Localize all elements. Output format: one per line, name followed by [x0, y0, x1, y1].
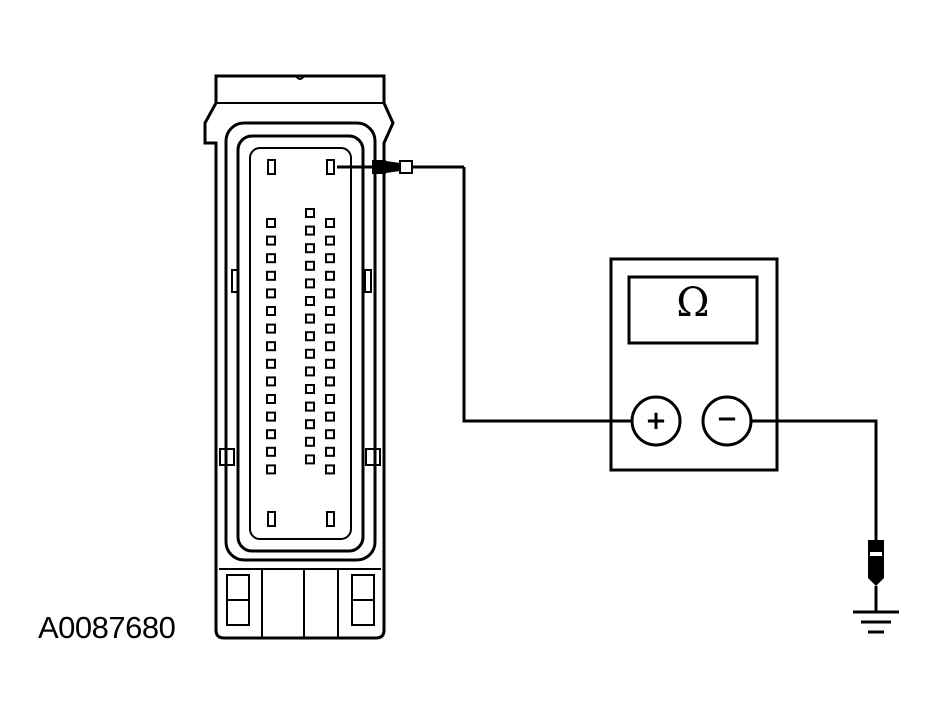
- connector-pin: [266, 270, 276, 281]
- connector-pin: [266, 358, 276, 369]
- connector-pin: [325, 218, 335, 228]
- positive-terminal-label: +: [645, 406, 667, 436]
- test-probe-icon: [337, 160, 464, 174]
- connector-pin: [266, 235, 276, 246]
- connector-pin: [266, 323, 276, 334]
- connector-pin: [267, 159, 276, 175]
- connector-pin: [325, 411, 335, 422]
- connector-pin: [266, 376, 276, 387]
- connector-pin: [266, 306, 276, 316]
- meter-display-symbol: Ω: [676, 280, 710, 326]
- connector-block-icon: [203, 74, 395, 640]
- connector-pin: [305, 260, 315, 271]
- negative-lead-wire: [751, 419, 878, 540]
- positive-terminal: [630, 395, 682, 447]
- connector-pin: [325, 341, 335, 352]
- connector-pin: [325, 235, 335, 246]
- ohmmeter-icon: [609, 257, 779, 472]
- connector-pin: [305, 296, 315, 306]
- connector-pin: [266, 411, 276, 422]
- connector-pin: [325, 288, 335, 299]
- connector-pin: [305, 243, 315, 254]
- connector-pin: [266, 429, 276, 440]
- connector-pin: [266, 394, 276, 404]
- connector-pin: [325, 376, 335, 387]
- connector-pin: [267, 511, 276, 527]
- connector-pin: [325, 270, 335, 281]
- connector-pin-array: [266, 159, 335, 527]
- connector-pin: [305, 401, 315, 412]
- connector-pin: [305, 384, 315, 394]
- ground-symbol-icon: [853, 540, 899, 634]
- positive-lead-wire: [462, 167, 632, 423]
- connector-pin: [326, 159, 335, 175]
- connector-pin: [325, 446, 335, 457]
- connector-pin: [305, 419, 315, 430]
- negative-terminal-label: −: [716, 404, 738, 434]
- connector-pin: [325, 358, 335, 369]
- connector-pin: [305, 208, 315, 218]
- figure-id-label: A0087680: [38, 610, 176, 645]
- connector-pin: [325, 253, 335, 264]
- connector-pin: [266, 288, 276, 299]
- connector-pin: [305, 313, 315, 324]
- connector-pin: [325, 429, 335, 440]
- connector-pin: [305, 454, 315, 465]
- connector-pin: [305, 225, 315, 236]
- connector-pin: [266, 253, 276, 264]
- connector-pin: [305, 348, 315, 359]
- connector-pin: [266, 446, 276, 457]
- connector-pin: [305, 278, 315, 289]
- connector-pin: [266, 218, 276, 228]
- connector-pin: [325, 323, 335, 334]
- connector-pin: [266, 464, 276, 475]
- connector-pin: [305, 436, 315, 447]
- connector-pin: [305, 366, 315, 377]
- connector-pin: [325, 464, 335, 475]
- connector-pin: [325, 306, 335, 316]
- connector-pin: [266, 341, 276, 352]
- connector-pin: [326, 511, 335, 527]
- connector-pin: [305, 331, 315, 342]
- connector-pin: [325, 394, 335, 404]
